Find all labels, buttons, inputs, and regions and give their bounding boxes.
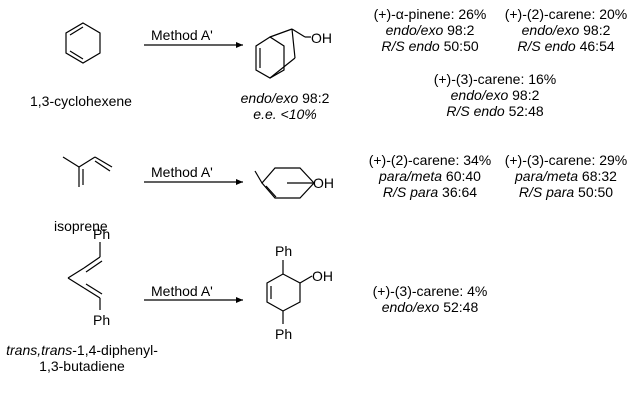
reactant-name-isoprene: isoprene bbox=[54, 218, 108, 234]
method-label-3: Method A' bbox=[151, 283, 213, 299]
result-line: para/meta 60:40 bbox=[379, 168, 481, 184]
phenyl-label-product-top: Ph bbox=[275, 243, 293, 259]
result-title: (+)-(2)-carene: 20% bbox=[504, 6, 628, 22]
result-line: R/S para 50:50 bbox=[518, 184, 614, 200]
result-line: endo/exo 98:2 bbox=[521, 22, 611, 38]
phenyl-label-reactant-top: Ph bbox=[93, 226, 111, 242]
product-note-endo-exo: endo/exo 98:2 bbox=[240, 90, 330, 106]
reactant-name-diphenylbutadiene-line2: 1,3-butadiene bbox=[39, 358, 125, 374]
reactant-name-cyclohexadiene: 1,3-cyclohexene bbox=[30, 93, 132, 109]
result-line: R/S endo 46:54 bbox=[517, 38, 615, 54]
result-line: R/S endo 52:48 bbox=[446, 103, 544, 119]
diphenylcyclohexenol-structure bbox=[266, 260, 313, 324]
method-label-2: Method A' bbox=[151, 164, 213, 180]
result-line: endo/exo 98:2 bbox=[450, 87, 540, 103]
hydroxyl-label-3: OH bbox=[312, 268, 333, 284]
isoprene-structure bbox=[62, 156, 113, 187]
result-title: (+)-α-pinene: 26% bbox=[373, 6, 487, 22]
result-title: (+)-(3)-carene: 29% bbox=[504, 152, 628, 168]
result-line: para/meta 68:32 bbox=[515, 168, 617, 184]
result-title: (+)-(3)-carene: 16% bbox=[433, 71, 557, 87]
diphenylbutadiene-structure bbox=[67, 242, 103, 310]
result-line: R/S endo 50:50 bbox=[381, 38, 479, 54]
methylcyclohexenol-structure bbox=[254, 167, 315, 199]
bicyclooctenol-structure bbox=[255, 28, 311, 79]
result-line: endo/exo 52:48 bbox=[381, 299, 479, 315]
result-line: endo/exo 98:2 bbox=[385, 22, 475, 38]
hydroxyl-label-1: OH bbox=[311, 30, 332, 46]
result-title: (+)-(2)-carene: 34% bbox=[368, 152, 492, 168]
result-line: R/S para 36:64 bbox=[382, 184, 478, 200]
phenyl-label-reactant-bottom: Ph bbox=[93, 312, 111, 328]
phenyl-label-product-bottom: Ph bbox=[275, 326, 293, 342]
result-title: (+)-(3)-carene: 4% bbox=[372, 283, 488, 299]
method-label-1: Method A' bbox=[151, 27, 213, 43]
reactant-name-diphenylbutadiene-line1: trans,trans-1,4-diphenyl- bbox=[6, 342, 158, 358]
hydroxyl-label-2: OH bbox=[313, 175, 334, 191]
product-note-ee: e.e. <10% bbox=[253, 106, 317, 122]
cyclohexadiene-structure bbox=[65, 22, 101, 64]
